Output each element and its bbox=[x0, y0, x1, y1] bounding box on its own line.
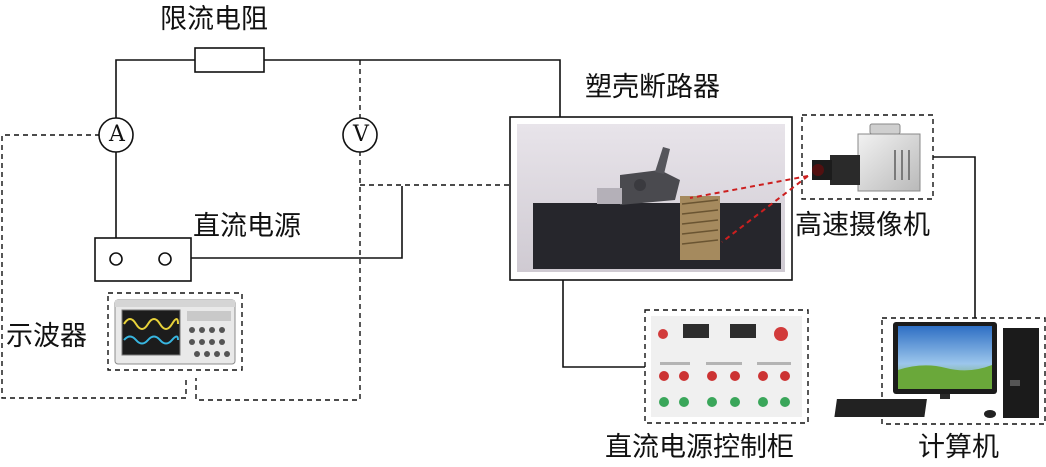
resistor-label: 限流电阻 bbox=[160, 4, 268, 35]
dc-power-supply bbox=[94, 237, 192, 282]
dashed-wires bbox=[1, 60, 510, 401]
high-speed-camera bbox=[801, 114, 934, 200]
control-cabinet-label: 直流电源控制柜 bbox=[605, 432, 794, 463]
camera-view-lines bbox=[689, 175, 809, 243]
oscilloscope-label: 示波器 bbox=[6, 321, 87, 352]
mccb-label: 塑壳断路器 bbox=[585, 72, 720, 103]
dc-power-supply-label: 直流电源 bbox=[193, 211, 301, 242]
voltmeter-circle bbox=[342, 117, 378, 153]
mccb-photo bbox=[509, 116, 793, 281]
solid-wires bbox=[115, 59, 976, 368]
dc-power-control-cabinet bbox=[644, 309, 809, 424]
ammeter-circle bbox=[98, 117, 134, 153]
ammeter-label: A bbox=[109, 122, 125, 147]
high-speed-camera-label: 高速摄像机 bbox=[795, 210, 930, 241]
oscilloscope bbox=[107, 292, 243, 371]
computer-label: 计算机 bbox=[918, 432, 999, 463]
current-limiting-resistor bbox=[194, 47, 265, 73]
computer bbox=[834, 317, 1046, 425]
voltmeter-label: V bbox=[353, 122, 369, 147]
